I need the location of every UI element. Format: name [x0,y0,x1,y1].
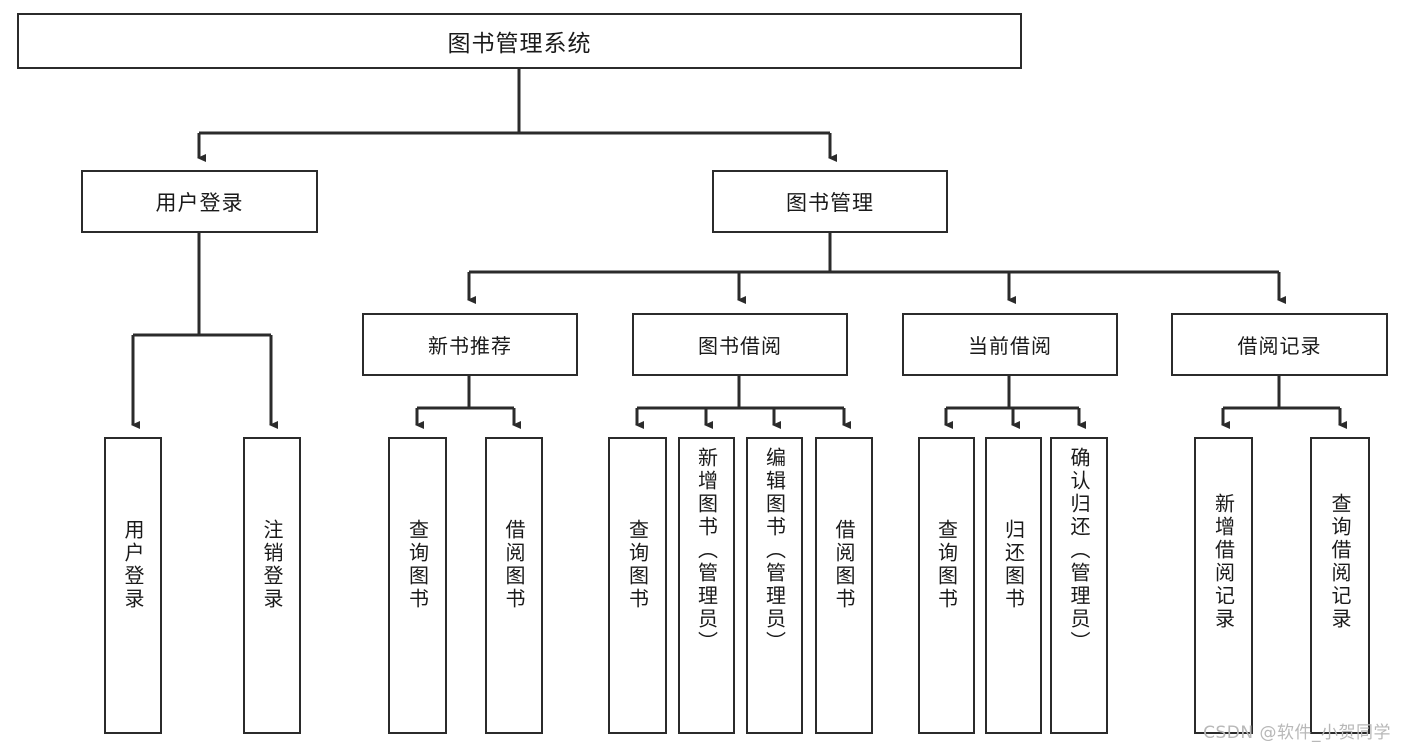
node-label: 图书管理 [786,190,874,215]
node-label: 借阅记录 [1237,334,1322,358]
node-label: 新书推荐 [428,334,512,358]
node-root-system[interactable]: 图书管理系统 [17,13,1022,69]
leaf-query-book-current[interactable]: 查询图书 [918,437,975,734]
node-label: 注销登录 [260,519,284,611]
node-label: 新增图书（管理员） [694,447,719,654]
node-label: 查询图书 [405,519,430,611]
node-label: 确认归还（管理员） [1067,447,1091,654]
node-label: 用户登录 [155,190,244,215]
node-current-borrow[interactable]: 当前借阅 [902,313,1118,376]
leaf-query-borrow-record[interactable]: 查询借阅记录 [1310,437,1370,734]
node-label: 图书借阅 [698,334,782,358]
node-label: 查询图书 [934,519,959,611]
leaf-add-borrow-record[interactable]: 新增借阅记录 [1194,437,1253,734]
node-new-book-recommend[interactable]: 新书推荐 [362,313,578,376]
leaf-confirm-return-admin[interactable]: 确认归还（管理员） [1050,437,1108,734]
node-label: 借阅图书 [832,519,856,611]
node-label: 用户登录 [121,519,145,611]
leaf-query-book-recommend[interactable]: 查询图书 [388,437,447,734]
leaf-borrow-book-recommend[interactable]: 借阅图书 [485,437,543,734]
node-borrow-record[interactable]: 借阅记录 [1171,313,1388,376]
csdn-watermark: CSDN @软件_小贺同学 [1203,723,1391,743]
node-label: 当前借阅 [968,334,1052,358]
leaf-user-logout[interactable]: 注销登录 [243,437,301,734]
node-book-management[interactable]: 图书管理 [712,170,948,233]
node-label: 编辑图书（管理员） [762,447,787,654]
leaf-add-book-admin[interactable]: 新增图书（管理员） [678,437,735,734]
leaf-query-book-borrow[interactable]: 查询图书 [608,437,667,734]
node-label: 新增借阅记录 [1211,493,1236,631]
node-label: 查询图书 [625,519,650,611]
leaf-edit-book-admin[interactable]: 编辑图书（管理员） [746,437,803,734]
node-label: 借阅图书 [502,519,526,611]
node-label: 图书管理系统 [447,31,592,57]
node-book-borrow[interactable]: 图书借阅 [632,313,848,376]
leaf-borrow-book[interactable]: 借阅图书 [815,437,873,734]
node-user-login[interactable]: 用户登录 [81,170,318,233]
node-label: 查询借阅记录 [1328,493,1352,631]
leaf-return-book[interactable]: 归还图书 [985,437,1042,734]
node-label: 归还图书 [1001,519,1026,611]
leaf-user-login[interactable]: 用户登录 [104,437,162,734]
